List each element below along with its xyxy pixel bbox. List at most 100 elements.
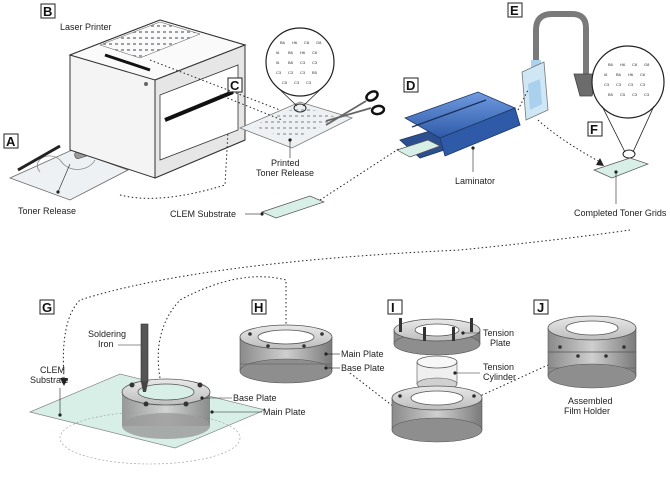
g-base-plate-label: Base Plate: [233, 393, 277, 403]
svg-text:B6: B6: [608, 62, 614, 67]
panel-e: E: [507, 2, 610, 121]
faucet-spout: [533, 11, 589, 74]
printer-vent: [99, 21, 201, 59]
svg-text:C3: C3: [276, 70, 282, 75]
panel-f-badge: [587, 121, 603, 137]
panel-e-badge: [507, 2, 523, 18]
panel-g: G Soldering Iron CLEM Substrate Base Pla…: [28, 299, 306, 465]
svg-text:C8: C8: [632, 62, 638, 67]
scraper-bar: [17, 144, 61, 172]
panel-h: H Main Plate Base Plate: [239, 299, 385, 384]
svg-text:I6: I6: [276, 50, 280, 55]
h-base-plate-label: Base Plate: [341, 363, 385, 373]
svg-text:C3: C3: [300, 70, 306, 75]
toner-release-sheet: [8, 149, 130, 201]
svg-text:I6: I6: [276, 60, 280, 65]
svg-text:C3: C3: [632, 92, 638, 97]
completed-grid-strip: [593, 157, 650, 179]
laminator-label: Laminator: [455, 176, 495, 186]
svg-text:C3: C3: [604, 82, 610, 87]
toner-release-curl: [37, 155, 96, 173]
magnified-codes-f: B6 H6 C8 G8 I6 B6 H6 C6 C3 C3 C3 C3 B5 C…: [604, 62, 650, 97]
svg-text:C5: C5: [282, 80, 288, 85]
clem-substrate-label-line2: Substrate: [30, 375, 69, 385]
svg-text:C3: C3: [300, 60, 306, 65]
svg-text:C5: C5: [620, 92, 626, 97]
laser-printer-label: Laser Printer: [60, 22, 112, 32]
svg-text:B6: B6: [616, 72, 622, 77]
panel-j: J Assembled Film Holder: [533, 299, 637, 416]
svg-text:B6: B6: [280, 40, 286, 45]
svg-text:C3: C3: [628, 82, 634, 87]
svg-text:B5: B5: [608, 92, 614, 97]
panel-d-letter: D: [406, 78, 415, 93]
svg-text:B5: B5: [312, 70, 318, 75]
panel-i-letter: I: [391, 300, 395, 315]
svg-text:H6: H6: [628, 72, 634, 77]
panel-g-letter: G: [42, 300, 52, 315]
assembled-label-line2: Film Holder: [564, 406, 610, 416]
svg-text:B6: B6: [288, 50, 294, 55]
clem-substrate-strip: CLEM Substrate: [170, 195, 325, 219]
completed-grids-label: Completed Toner Grids: [574, 208, 667, 218]
panel-b-badge: [40, 3, 56, 19]
panel-f-letter: F: [590, 122, 598, 137]
magnifier-f: [591, 45, 665, 119]
svg-text:H6: H6: [292, 40, 298, 45]
panel-a: A Toner Release: [3, 133, 130, 216]
panel-c: C B6 H6 C8 G8 I6 B6 H6 C6 I6 B8 C3 C3 C3…: [227, 27, 386, 178]
panel-a-badge: [3, 133, 19, 149]
panel-e-letter: E: [510, 3, 519, 18]
svg-text:C6: C6: [312, 50, 318, 55]
panel-a-letter: A: [6, 134, 16, 149]
tension-plate-label-line1: Tension: [483, 328, 514, 338]
svg-text:H6: H6: [620, 62, 626, 67]
magnified-codes-c: B6 H6 C8 G8 I6 B6 H6 C6 I6 B8 C3 C3 C3 C…: [276, 40, 322, 85]
svg-text:I6: I6: [604, 72, 608, 77]
printed-grid-pattern: [252, 106, 340, 140]
laminator-front: [439, 107, 521, 157]
printer-output-slot: [159, 64, 239, 161]
tension-cylinder-label-line2: Cylinder: [483, 372, 516, 382]
panel-j-letter: J: [537, 300, 544, 315]
flow-arrows-top: [62, 59, 631, 411]
panel-d-badge: [403, 77, 419, 93]
svg-text:G8: G8: [644, 62, 650, 67]
printer-paper-slot: [164, 90, 234, 122]
toner-release-label: Toner Release: [18, 206, 76, 216]
svg-text:H6: H6: [300, 50, 306, 55]
svg-text:C3: C3: [640, 82, 646, 87]
panel-g-badge: [39, 299, 55, 315]
panel-h-letter: H: [254, 300, 263, 315]
soldering-iron: [140, 323, 149, 383]
svg-text:G8: G8: [316, 40, 322, 45]
panel-j-badge: [533, 299, 549, 315]
laminator-substrate: [396, 139, 441, 158]
svg-text:C6: C6: [640, 72, 646, 77]
g-main-plate-label: Main Plate: [263, 407, 306, 417]
panel-b-letter: B: [43, 4, 52, 19]
magnifier-c: [265, 27, 335, 97]
panel-h-badge: [251, 299, 267, 315]
panel-b: B Laser Printer: [40, 3, 247, 179]
svg-text:C3: C3: [616, 82, 622, 87]
panel-d: D Laminator: [396, 77, 521, 186]
svg-text:B8: B8: [288, 60, 294, 65]
svg-text:C3: C3: [288, 70, 294, 75]
panel-i-badge: [387, 299, 403, 315]
tension-plate-label-line2: Plate: [490, 338, 511, 348]
svg-text:C3: C3: [294, 80, 300, 85]
h-base-plate: [239, 358, 333, 384]
svg-text:C8: C8: [304, 40, 310, 45]
svg-text:C3: C3: [312, 60, 318, 65]
svg-text:C3: C3: [644, 92, 650, 97]
printed-label-line1: Printed: [271, 158, 300, 168]
clem-substrate-label: CLEM Substrate: [170, 209, 236, 219]
tension-cylinder-label-line1: Tension: [483, 362, 514, 372]
panel-i: I Tension Plate Tension Cylinder: [387, 299, 516, 443]
panel-c-badge: [227, 77, 243, 93]
soldering-label-line1: Soldering: [88, 329, 126, 339]
printed-label-line2: Toner Release: [256, 168, 314, 178]
scissors-icon: [325, 90, 386, 126]
